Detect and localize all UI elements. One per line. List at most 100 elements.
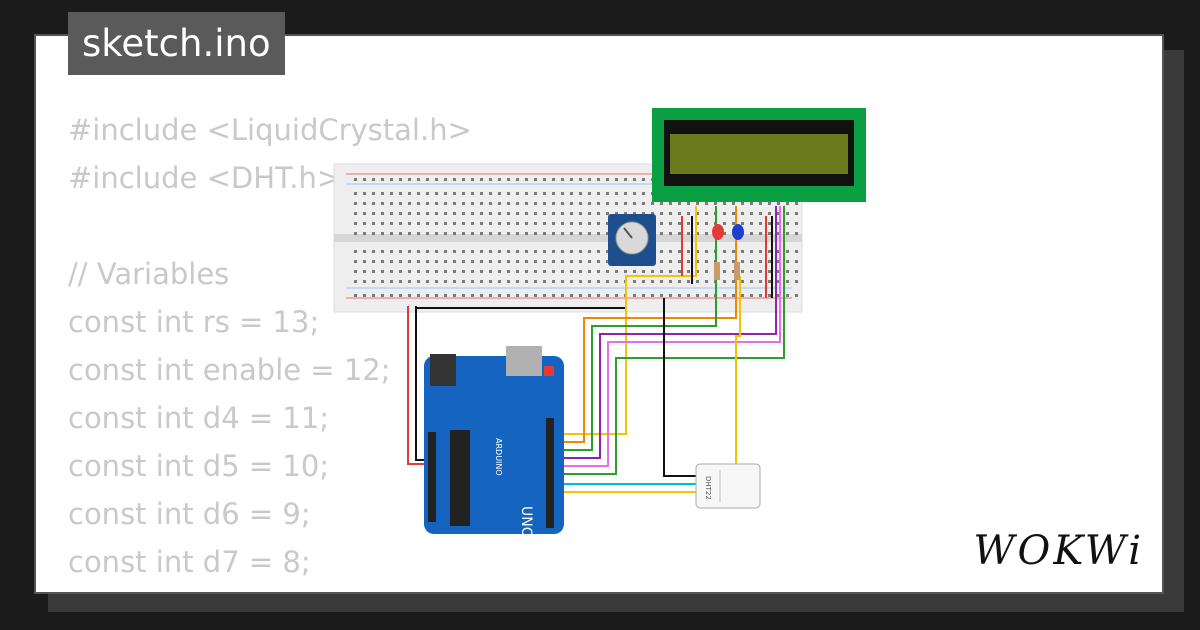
wires (407, 206, 785, 493)
breadboard-hole (750, 260, 753, 263)
breadboard-hole (633, 270, 636, 273)
breadboard-hole (417, 270, 420, 273)
breadboard-hole (507, 260, 510, 263)
breadboard-hole (417, 260, 420, 263)
breadboard-hole (588, 178, 591, 181)
breadboard-hole (597, 250, 600, 253)
breadboard-hole (516, 212, 519, 215)
breadboard-hole (768, 232, 771, 235)
breadboard-hole (381, 294, 384, 297)
breadboard-hole (732, 260, 735, 263)
breadboard-hole (597, 294, 600, 297)
breadboard-hole (498, 202, 501, 205)
potentiometer[interactable] (608, 214, 656, 266)
breadboard-hole (489, 178, 492, 181)
breadboard-hole (426, 270, 429, 273)
breadboard-hole (723, 294, 726, 297)
breadboard-hole (687, 250, 690, 253)
breadboard-hole (480, 250, 483, 253)
breadboard-hole (453, 222, 456, 225)
breadboard-hole (633, 294, 636, 297)
breadboard-hole (417, 222, 420, 225)
breadboard-hole (750, 294, 753, 297)
file-tab[interactable]: sketch.ino (68, 12, 285, 75)
breadboard-hole (705, 202, 708, 205)
breadboard-hole (669, 260, 672, 263)
breadboard-hole (480, 212, 483, 215)
breadboard-hole (660, 270, 663, 273)
breadboard-hole (372, 222, 375, 225)
breadboard-hole (570, 250, 573, 253)
breadboard-hole (453, 202, 456, 205)
breadboard-hole (552, 270, 555, 273)
breadboard-hole (768, 294, 771, 297)
code-line: const int d7 = 8; (68, 545, 311, 579)
wire-yellow-2 (556, 276, 741, 493)
breadboard-hole (390, 192, 393, 195)
breadboard-hole (390, 222, 393, 225)
breadboard-hole (669, 212, 672, 215)
breadboard-hole (489, 260, 492, 263)
breadboard-hole (534, 260, 537, 263)
breadboard-hole (462, 222, 465, 225)
breadboard-hole (453, 178, 456, 181)
breadboard-hole (732, 294, 735, 297)
breadboard-hole (768, 270, 771, 273)
breadboard-hole (390, 260, 393, 263)
code-line: const int d4 = 11; (68, 401, 330, 435)
breadboard-hole (606, 270, 609, 273)
breadboard-hole (417, 232, 420, 235)
breadboard-hole (606, 280, 609, 283)
wire-red (407, 306, 428, 465)
arduino-uno[interactable]: UNO ARDUINO (424, 346, 564, 538)
breadboard-hole (354, 294, 357, 297)
breadboard-hole (642, 178, 645, 181)
breadboard-hole (444, 294, 447, 297)
breadboard-hole (570, 192, 573, 195)
code-editor[interactable]: #include <LiquidCrystal.h> #include <DHT… (68, 106, 472, 586)
breadboard-hole (408, 250, 411, 253)
breadboard-hole (534, 202, 537, 205)
breadboard-hole (669, 294, 672, 297)
breadboard-hole (660, 294, 663, 297)
breadboard-hole (678, 202, 681, 205)
breadboard-hole (597, 222, 600, 225)
breadboard-hole (795, 202, 798, 205)
breadboard-hole (579, 260, 582, 263)
breadboard-hole (516, 280, 519, 283)
code-line: #include <DHT.h> (68, 161, 342, 195)
breadboard-hole (471, 270, 474, 273)
breadboard-hole (552, 202, 555, 205)
breadboard-hole (525, 192, 528, 195)
breadboard-hole (417, 212, 420, 215)
breadboard-hole (588, 294, 591, 297)
breadboard-hole (444, 250, 447, 253)
circuit-diagram[interactable]: UNO ARDUINO DHT22 (36, 36, 1164, 594)
breadboard-hole (498, 270, 501, 273)
breadboard-hole (354, 270, 357, 273)
lcd-display[interactable] (652, 108, 866, 202)
breadboard-hole (516, 232, 519, 235)
dht22-sensor[interactable]: DHT22 (695, 463, 761, 509)
breadboard-hole (570, 260, 573, 263)
breadboard-hole (489, 202, 492, 205)
breadboard-hole (525, 232, 528, 235)
breadboard-hole (453, 280, 456, 283)
wire-orange (556, 206, 737, 443)
breadboard-hole (597, 232, 600, 235)
breadboard-hole (435, 212, 438, 215)
breadboard-hole (579, 280, 582, 283)
breadboard-hole (480, 178, 483, 181)
breadboard-hole (354, 250, 357, 253)
breadboard-hole (390, 202, 393, 205)
breadboard-hole (687, 260, 690, 263)
led-red[interactable] (712, 224, 744, 280)
breadboard-hole (588, 212, 591, 215)
breadboard-hole (777, 280, 780, 283)
preview-card: #include <LiquidCrystal.h> #include <DHT… (34, 34, 1164, 594)
breadboard-hole (741, 280, 744, 283)
breadboard-hole (750, 212, 753, 215)
wire-purple (556, 206, 777, 459)
breadboard-hole (642, 270, 645, 273)
breadboard-hole (750, 250, 753, 253)
